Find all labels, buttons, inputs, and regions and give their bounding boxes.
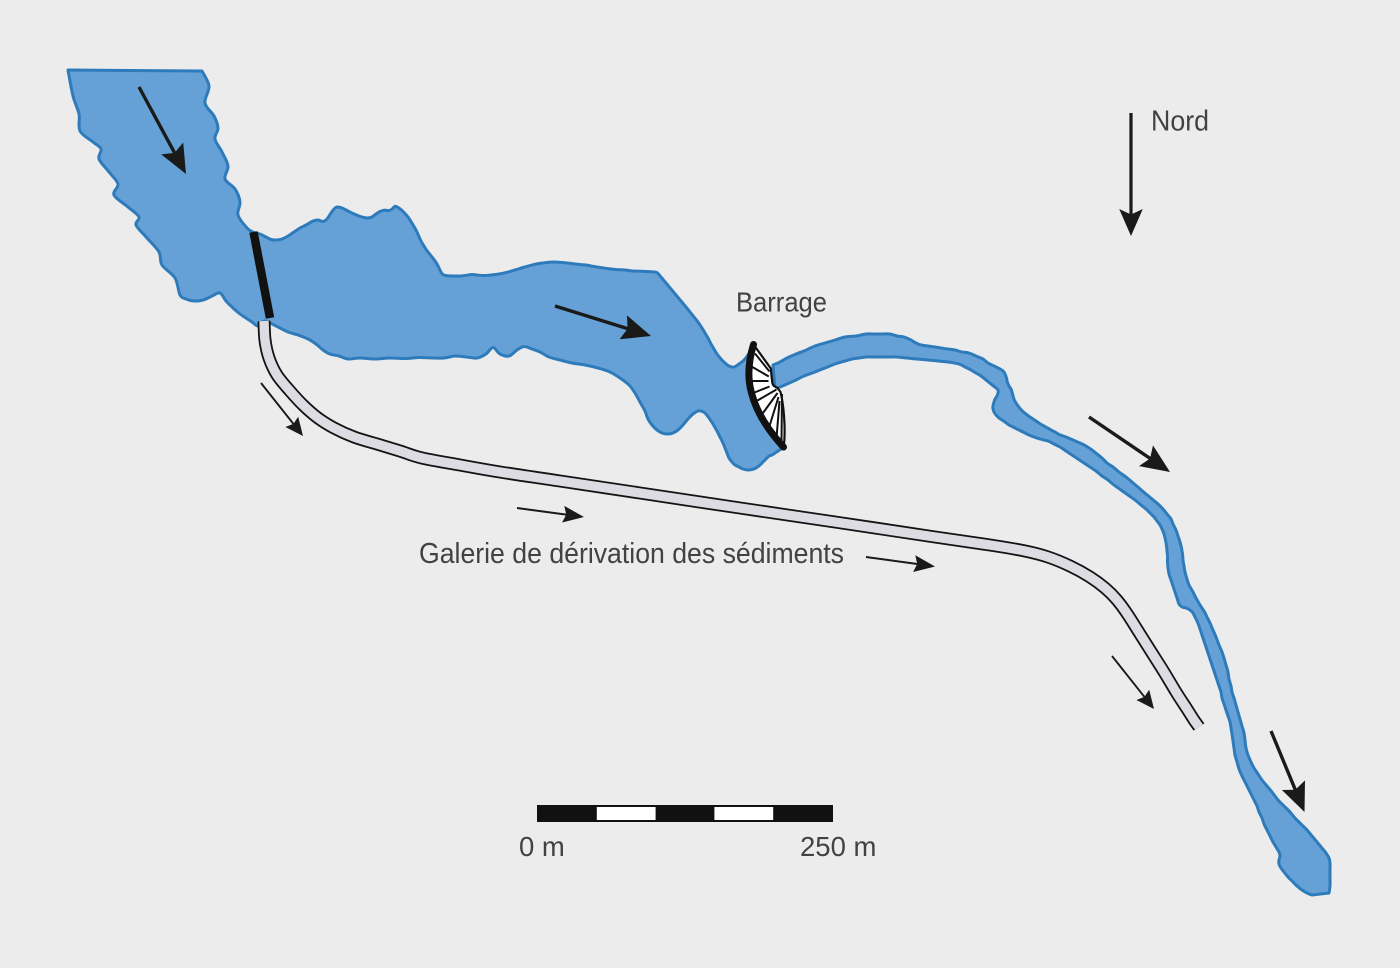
svg-text:Nord: Nord <box>1151 106 1209 138</box>
svg-text:0 m: 0 m <box>519 831 565 862</box>
svg-text:Barrage: Barrage <box>736 287 827 318</box>
svg-text:Galerie de dérivation des sédi: Galerie de dérivation des sédiments <box>419 538 844 570</box>
svg-text:250 m: 250 m <box>800 831 876 862</box>
